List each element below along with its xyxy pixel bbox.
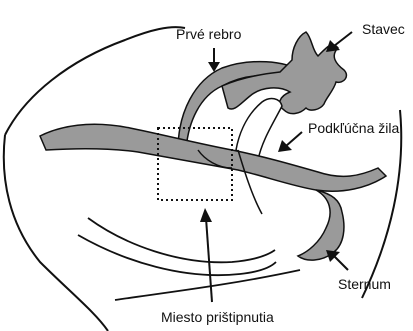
lower-curve-2: [78, 235, 276, 275]
body-outline: [5, 27, 185, 135]
label-first-rib: Prvé rebro: [176, 27, 241, 41]
arrow-subclavian-vein: [278, 132, 302, 152]
arrow-sternum: [326, 250, 348, 270]
chest-outline-right: [362, 110, 401, 298]
label-sternum: Sternum: [338, 277, 391, 291]
label-subclavian-vein: Podkľúčna žila: [308, 121, 399, 135]
subclavian-vein: [236, 99, 282, 160]
label-vertebra: Stavec: [362, 22, 405, 36]
label-compression-site: Miesto prištipnutia: [161, 310, 274, 324]
lower-curve-1: [88, 218, 275, 262]
arm-outline: [4, 135, 108, 331]
sternum: [298, 190, 344, 260]
arrow-first-rib: [208, 48, 220, 72]
arrow-vertebra: [326, 32, 352, 52]
